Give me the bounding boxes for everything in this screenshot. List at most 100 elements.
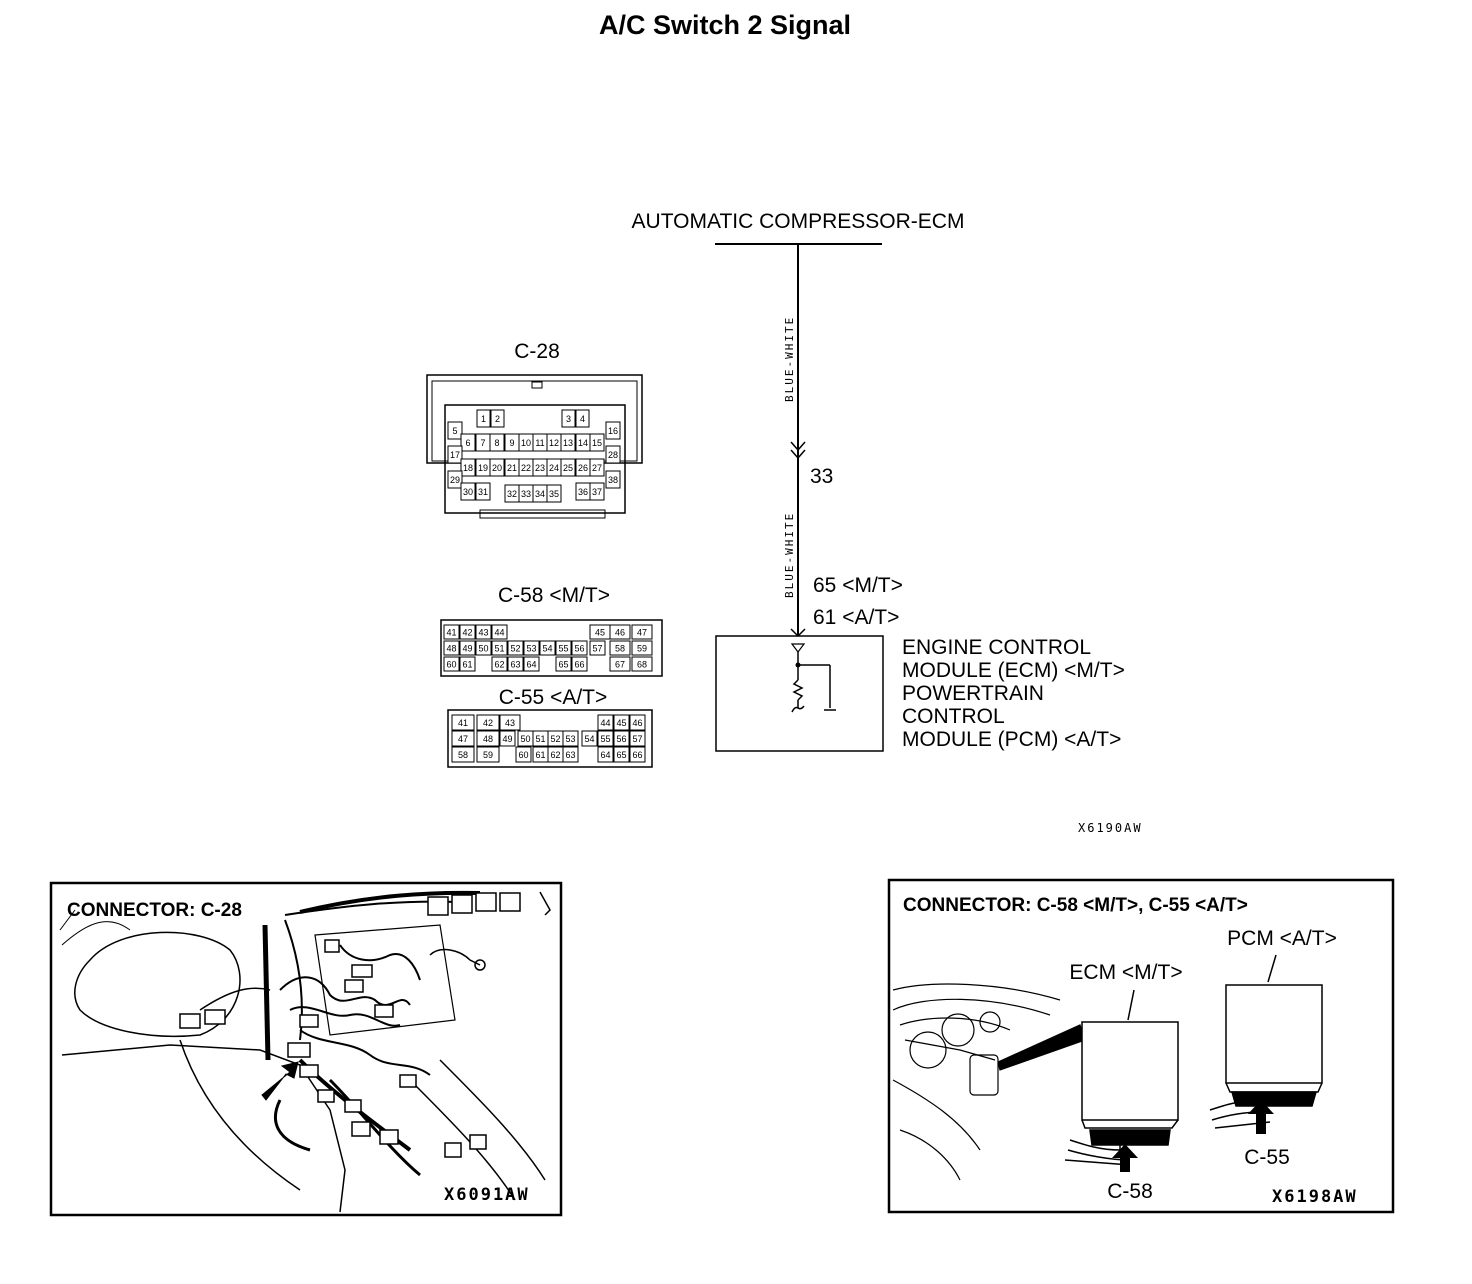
c58-pin-cell: [491, 656, 508, 672]
c58-pin-cell: [609, 640, 631, 656]
c28-pin-number: 22: [521, 463, 531, 473]
locator-panel-c58-c55: CONNECTOR: C-58 <M/T>, C-55 <A/T>: [887, 878, 1395, 1214]
locator-c28-title: CONNECTOR: C-28: [67, 900, 242, 921]
c28-pin-cell: [476, 409, 491, 428]
c55-pin-cell: [562, 730, 579, 747]
c58-pin-number: 64: [526, 660, 536, 670]
c55-pin-number: 54: [584, 734, 594, 744]
instrument-panel-illustration: [892, 983, 1086, 1181]
c58-pin-number: 61: [462, 660, 472, 670]
ecm-pcm-module-box[interactable]: [715, 635, 884, 752]
c58-pointer-arrow-icon: [1112, 1144, 1138, 1172]
c55-pin-number: 42: [483, 718, 493, 728]
c28-pin-number: 1: [481, 414, 486, 424]
c58-pin-number: 56: [574, 644, 584, 654]
c55-pin-number: 64: [600, 750, 610, 760]
c58-pin-cell: [475, 624, 492, 640]
c28-pin-number: 21: [507, 463, 517, 473]
c58-pin-number: 45: [595, 628, 605, 638]
c58-pin-cell: [475, 640, 492, 656]
ecm-location-label: ECM <M/T>: [1069, 961, 1182, 984]
module-name-line-2: MODULE (ECM) <M/T>: [902, 659, 1125, 682]
c28-pin-number: 4: [580, 414, 585, 424]
c58-pin-cell: [443, 640, 460, 656]
c28-pin-number: 32: [507, 489, 517, 499]
schematic-figure-code: X6190AW: [1078, 821, 1143, 835]
c28-pin-number: 14: [578, 438, 588, 448]
c28-pin-number: 33: [521, 489, 531, 499]
pcm-unit-illustration: [1209, 984, 1323, 1129]
c28-pin-number: 17: [450, 450, 460, 460]
c55-pin-cell: [476, 730, 500, 747]
terminal-mt-label: 65 <M/T>: [813, 574, 903, 597]
c58-pin-number: 63: [510, 660, 520, 670]
c28-pin-number: 30: [463, 487, 473, 497]
source-component-label: AUTOMATIC COMPRESSOR-ECM: [632, 210, 965, 233]
intermediate-pin-label: 33: [810, 465, 833, 488]
c28-pin-cell: [460, 482, 476, 501]
c28-pin-cell: [589, 433, 605, 452]
c58-pin-number: 41: [446, 628, 456, 638]
c55-pin-cell: [451, 714, 475, 731]
c28-pin-cell: [546, 484, 562, 503]
c58-pin-cell: [459, 640, 476, 656]
connector-c28-latch: [531, 381, 543, 389]
c58-pin-cell: [459, 624, 476, 640]
c28-pin-number: 18: [463, 463, 473, 473]
c28-pin-cell: [605, 421, 621, 440]
locator-panel-c28: CONNECTOR: C-28: [49, 881, 563, 1217]
c58-pin-number: 55: [558, 644, 568, 654]
c55-pin-number: 44: [600, 718, 610, 728]
connector-c58-body[interactable]: [440, 619, 663, 677]
c58-pin-number: 66: [574, 660, 584, 670]
c28-pin-number: 38: [608, 475, 618, 485]
c58-pin-number: 67: [615, 660, 625, 670]
c28-pin-cell: [447, 470, 463, 489]
module-diode-icon: [790, 643, 806, 653]
c55-pin-number: 53: [565, 734, 575, 744]
c55-pin-number: 65: [616, 750, 626, 760]
c58-pin-number: 47: [637, 628, 647, 638]
c28-pin-cell: [575, 409, 590, 428]
c28-pin-cell: [447, 445, 463, 464]
module-name-line-1: ENGINE CONTROL: [902, 636, 1091, 659]
c55-pin-cell: [515, 746, 532, 763]
c58-pin-cell: [491, 640, 508, 656]
connector-c28-body[interactable]: [444, 404, 626, 514]
c55-pin-cell: [476, 746, 500, 763]
c58-pin-cell: [631, 640, 653, 656]
locator-c58-c55-figure-code: X6198AW: [1272, 1187, 1358, 1207]
module-name-line-4: CONTROL: [902, 705, 1005, 728]
c55-pin-number: 58: [458, 750, 468, 760]
c55-pin-number: 60: [518, 750, 528, 760]
c55-pin-number: 47: [458, 734, 468, 744]
c55-pin-cell: [629, 746, 646, 763]
module-entry-arrow: [790, 628, 806, 638]
c55-pin-number: 50: [520, 734, 530, 744]
c58-pin-cell: [571, 640, 588, 656]
c55-callout-label: C-55: [1244, 1146, 1290, 1169]
c28-pin-number: 35: [549, 489, 559, 499]
c28-pin-number: 3: [566, 414, 571, 424]
locator-c28-figure-code: X6091AW: [444, 1185, 530, 1205]
c28-pin-cell: [605, 470, 621, 489]
c28-pin-number: 29: [450, 475, 460, 485]
c28-pin-number: 2: [495, 414, 500, 424]
c28-pin-cell: [460, 433, 476, 452]
c58-pin-cell: [507, 640, 524, 656]
connector-c55-body[interactable]: [447, 709, 653, 768]
c28-pin-number: 12: [549, 438, 559, 448]
c28-pin-cell: [475, 482, 491, 501]
c55-pin-cell: [613, 730, 630, 747]
junction-arrow-lower: [790, 449, 806, 460]
c55-pin-cell: [597, 730, 614, 747]
c58-pin-number: 53: [526, 644, 536, 654]
c55-pin-number: 62: [550, 750, 560, 760]
wire-color-lower: BLUE-WHITE: [783, 512, 796, 598]
c55-pin-cell: [499, 730, 516, 747]
connector-c28-location[interactable]: [287, 1042, 311, 1058]
locator-c58-c55-title: CONNECTOR: C-58 <M/T>, C-55 <A/T>: [903, 895, 1248, 916]
